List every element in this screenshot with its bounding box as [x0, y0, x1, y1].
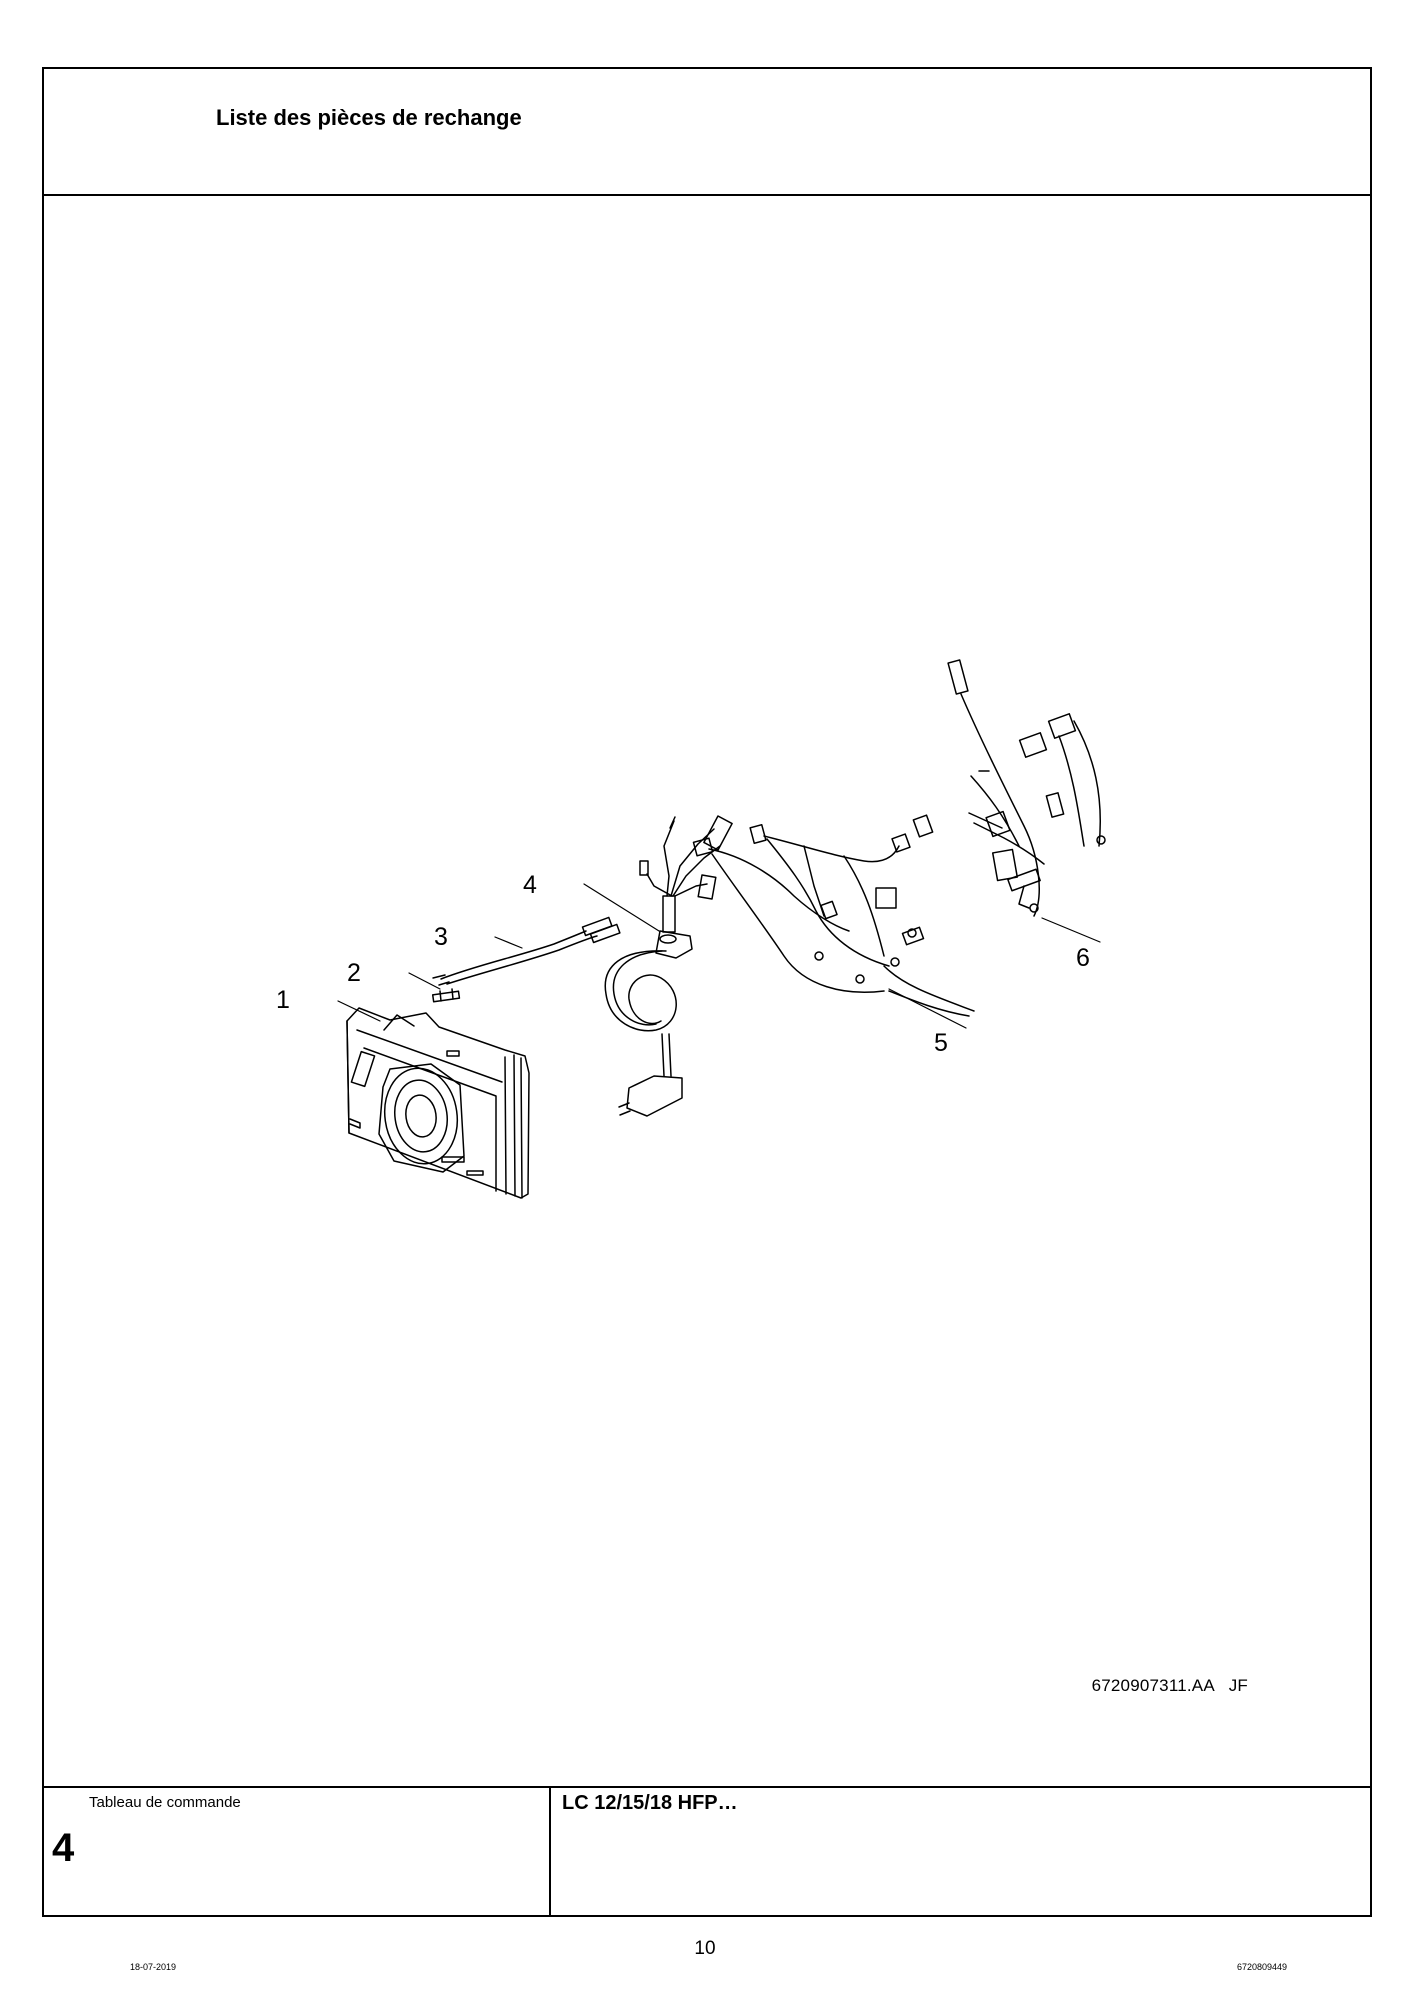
- document-code: 6720809449: [1237, 1962, 1288, 1972]
- control-panel-part: [346, 1007, 530, 1199]
- section-number: 4: [52, 1826, 75, 1870]
- leader-5: [888, 988, 967, 1029]
- parts-illustration: 1 2 3 4 5 6: [276, 659, 1106, 1199]
- section-name: Tableau de commande: [89, 1794, 241, 1811]
- page-title: Liste des pièces de rechange: [216, 105, 522, 130]
- model-name: LC 12/15/18 HFP…: [562, 1792, 738, 1814]
- callout-1: 1: [276, 986, 290, 1014]
- leader-6: [1041, 917, 1101, 943]
- leader-1: [337, 1000, 381, 1022]
- print-date: 18-07-2019: [130, 1962, 177, 1972]
- callout-3: 3: [434, 923, 448, 951]
- sensor-harness-part: [947, 659, 1106, 917]
- fuse-part: [431, 988, 461, 1003]
- callout-leaders: [337, 883, 1101, 1029]
- sensor-cable-part: [432, 916, 621, 986]
- figure-reference: 6720907311.AA JF: [1091, 1676, 1248, 1695]
- callout-6: 6: [1076, 944, 1090, 972]
- callout-4: 4: [523, 871, 537, 899]
- callout-5: 5: [934, 1029, 948, 1057]
- exploded-view-drawing: 1 2 3 4 5 6 6720907311.AA JF: [44, 196, 1370, 1788]
- callout-labels: 1 2 3 4 5 6: [276, 871, 1090, 1057]
- page-number: 10: [694, 1938, 716, 1959]
- power-cord-part: [604, 815, 733, 1117]
- footer-row: Tableau de commande 4 LC 12/15/18 HFP…: [44, 1786, 1370, 1917]
- section-cell: Tableau de commande 4: [44, 1788, 551, 1917]
- leader-4: [583, 883, 660, 932]
- page-frame: Liste des pièces de rechange: [42, 67, 1372, 1917]
- leader-3: [494, 936, 523, 949]
- header-row: Liste des pièces de rechange: [44, 69, 1370, 196]
- wiring-harness-part: [692, 814, 975, 1017]
- callout-2: 2: [347, 959, 361, 987]
- leader-2: [408, 972, 441, 990]
